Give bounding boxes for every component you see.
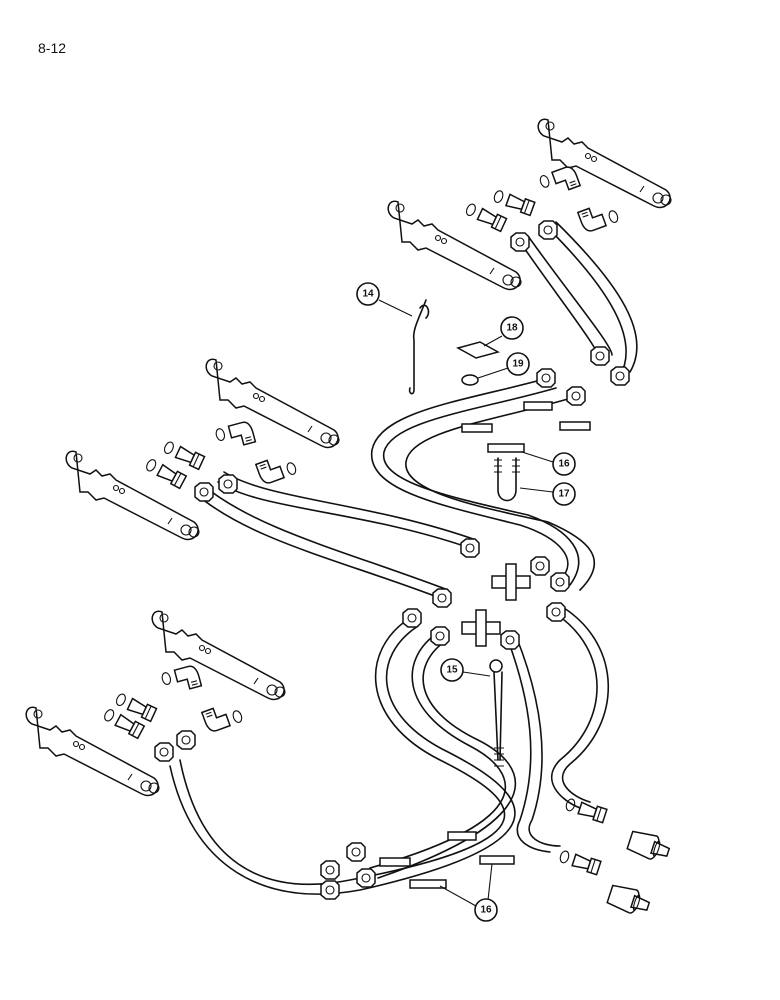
- callout-15: 15: [440, 658, 491, 682]
- clamp-icon: [456, 341, 500, 359]
- cylinder-lower-left: [25, 706, 160, 797]
- mounting-bracket-icon: [379, 401, 591, 889]
- cylinder-top-right: [537, 118, 672, 209]
- quick-coupler-icon: [557, 796, 673, 919]
- svg-text:16: 16: [558, 459, 570, 470]
- svg-text:16: 16: [480, 905, 492, 916]
- svg-text:18: 18: [506, 323, 518, 334]
- callout-16-lower: 16: [439, 863, 498, 922]
- spacer-icon: [461, 374, 479, 386]
- rod-icon: [408, 299, 430, 395]
- callout-14: 14: [356, 282, 413, 317]
- u-bolt-icon: [494, 457, 520, 502]
- hydraulic-hose-icon: [195, 221, 638, 599]
- callout-18: 18: [483, 316, 524, 347]
- hydraulic-hose-lower: [169, 607, 610, 895]
- svg-text:19: 19: [512, 359, 524, 370]
- callout-16-upper: 16: [521, 451, 576, 476]
- cylinder-lower-mid: [151, 610, 286, 701]
- cylinder-top-center: [387, 200, 522, 291]
- cylinder-mid-left: [205, 358, 340, 449]
- callout-17: 17: [519, 482, 576, 506]
- svg-text:15: 15: [446, 665, 458, 676]
- spring-rod-icon: [489, 659, 504, 767]
- svg-text:17: 17: [558, 489, 570, 500]
- tee-fitting-icon: [461, 563, 531, 647]
- cylinder-left: [65, 450, 200, 541]
- callout-19: 19: [477, 352, 530, 379]
- svg-text:14: 14: [362, 289, 374, 300]
- page-number: 8-12: [38, 40, 67, 56]
- hose-nut-icon: [154, 220, 630, 900]
